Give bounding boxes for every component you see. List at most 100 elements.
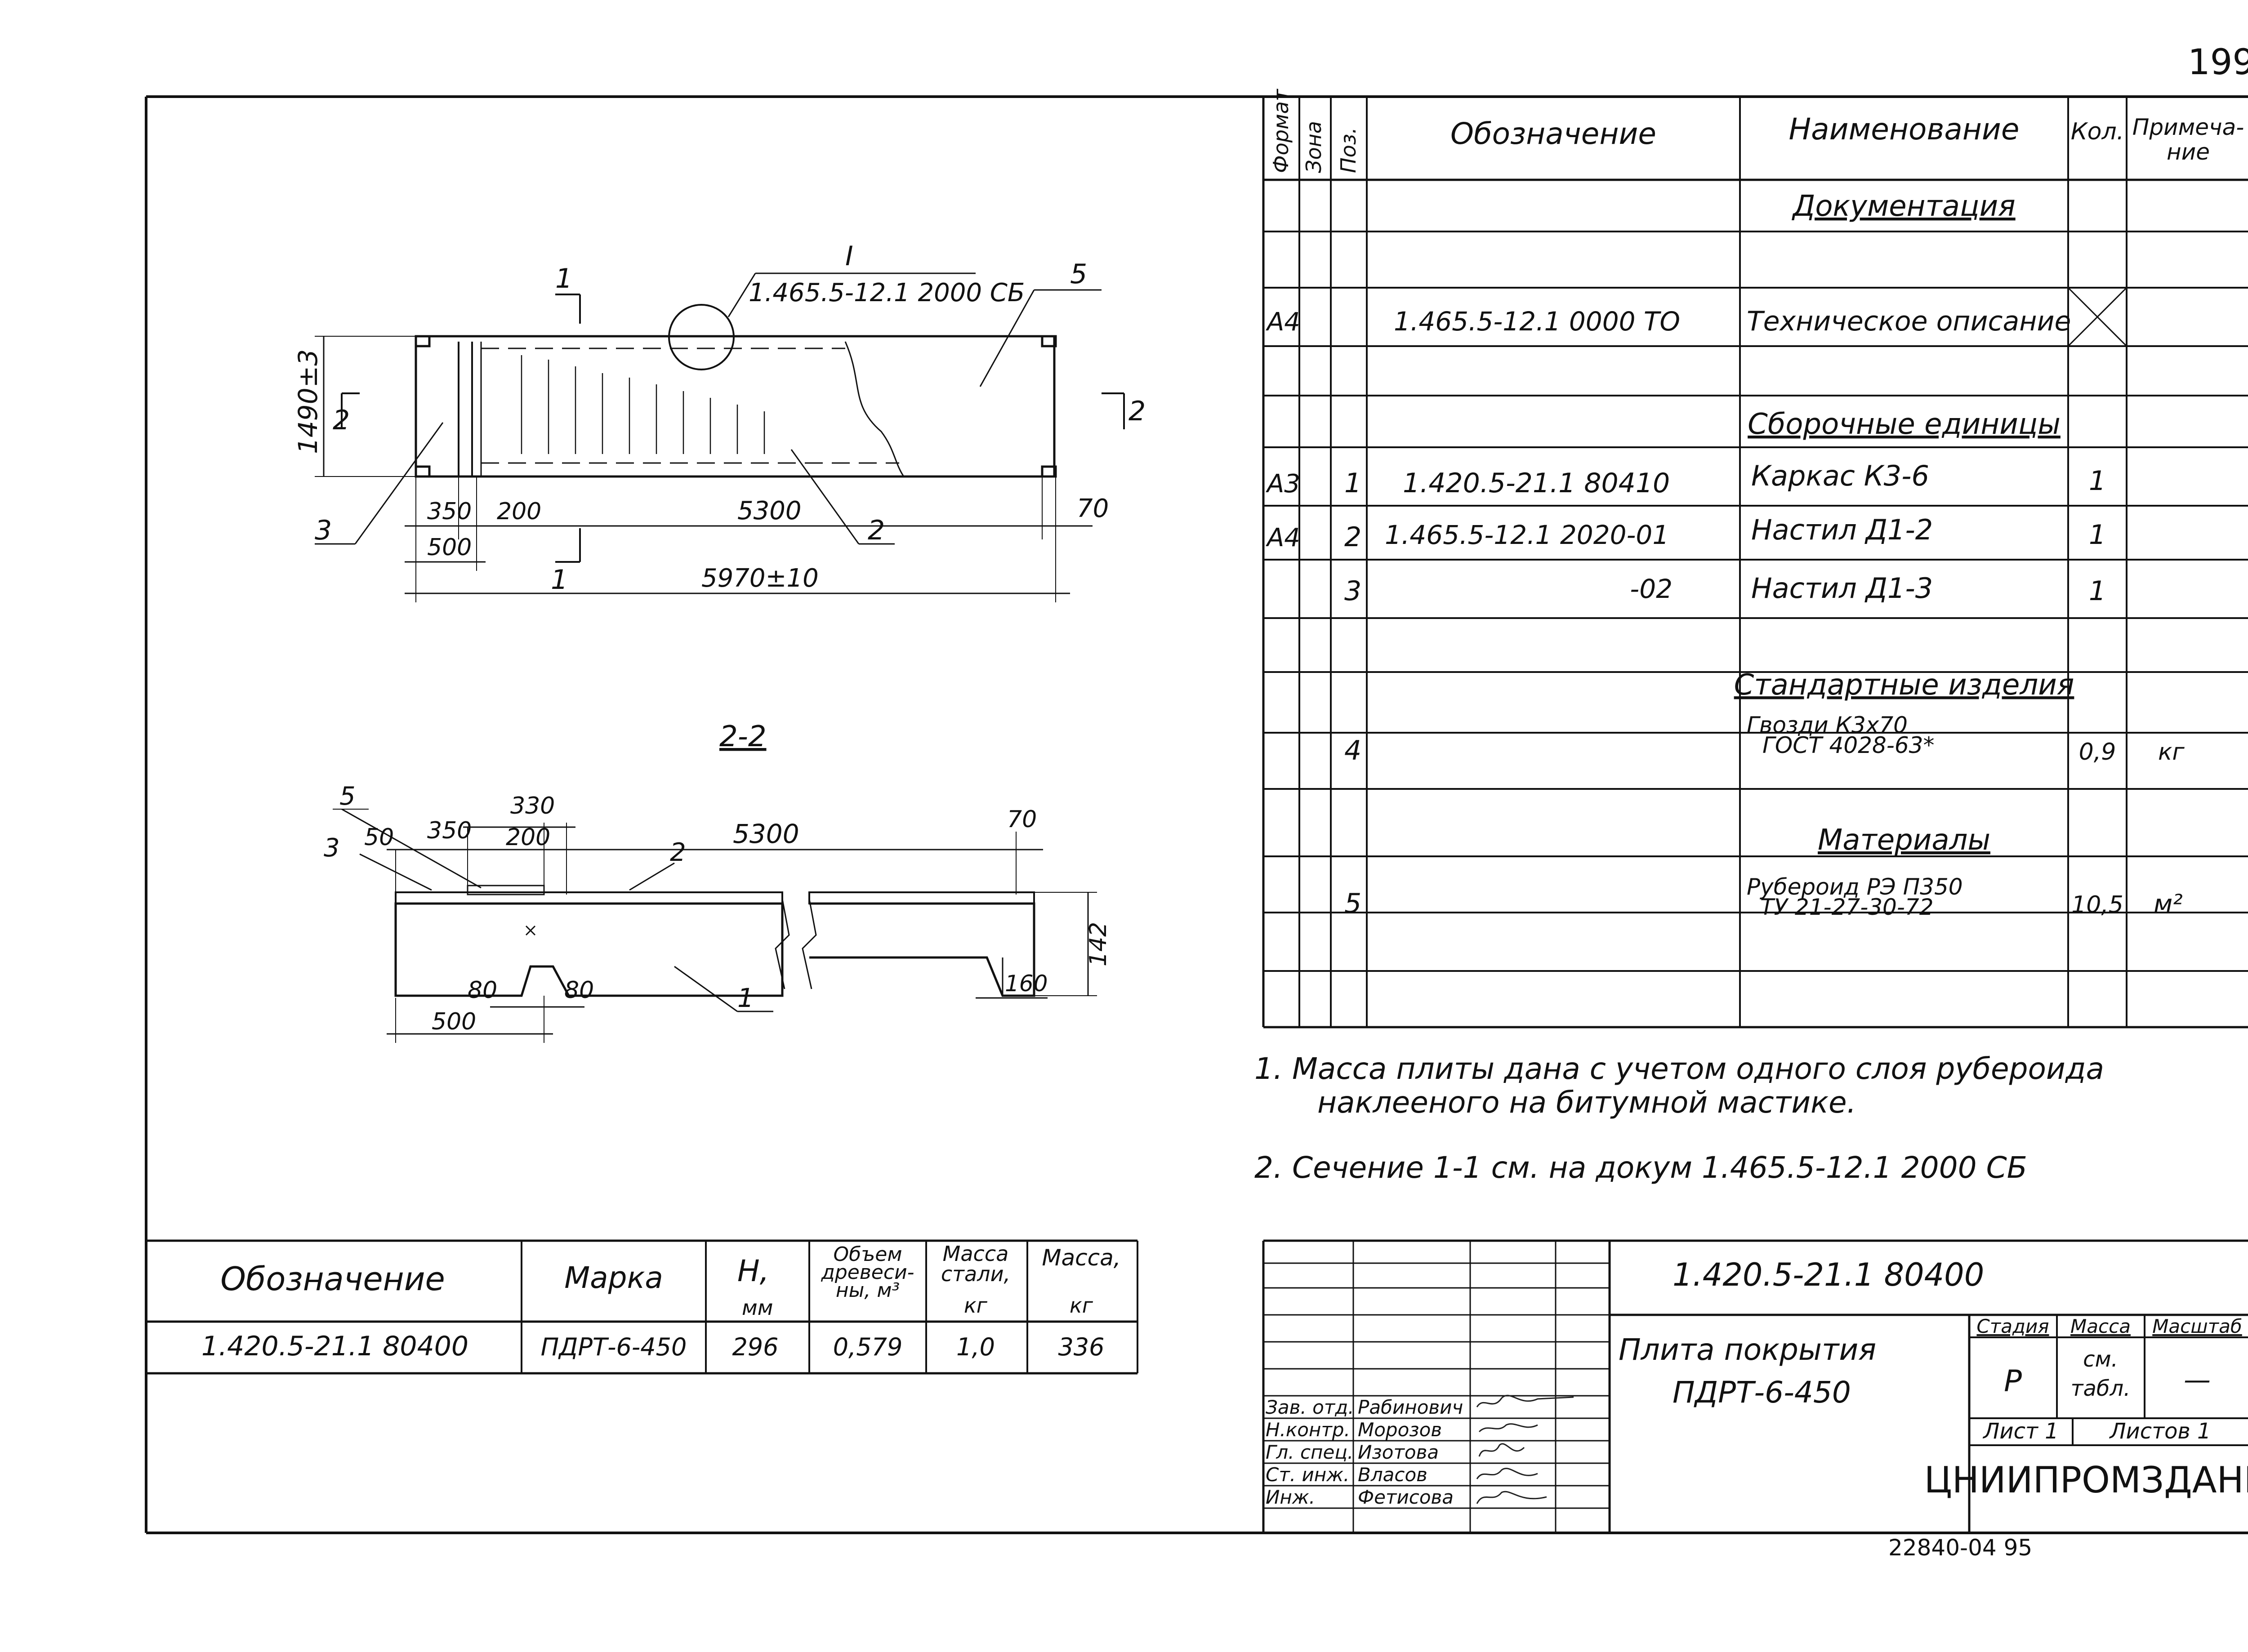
d330: 330 [510,793,555,819]
note-1-line-1: 1. Масса плиты дана с учетом одного слоя… [1254,1051,2104,1086]
name-4: Фетисова [1358,1486,1454,1508]
pos-5: 5 [339,782,356,811]
p-mass: 336 [1058,1333,1104,1361]
p-hdr-mass2: кг [1070,1293,1093,1318]
d5300: 5300 [733,819,799,849]
r3-name: Настил Д1-3 [1751,572,1933,605]
title-block: 1.420.5-21.1 80400 Плита покрытия ПДРТ-6… [1262,1239,2248,1533]
tb-stage-label: Стадия [1976,1315,2049,1337]
hdr-pos: Поз. [1336,127,1360,173]
section-mark-1-bottom: 1 [551,564,568,596]
p-designation: 1.420.5-21.1 80400 [201,1331,468,1362]
pos-2: 2 [670,838,686,867]
hdr-designation: Обозначение [1450,116,1656,151]
r2-format: А4 [1266,523,1300,552]
name-2: Изотова [1358,1441,1439,1463]
name-3: Власов [1358,1464,1427,1486]
p-hdr-mark: Марка [564,1260,663,1295]
callout-roman: I [845,240,853,272]
dim-70: 70 [1077,494,1109,523]
tb-mass-label: Масса [2070,1315,2131,1337]
name-0: Рабинович [1358,1396,1463,1418]
r2-designation: 1.465.5-12.1 2020-01 [1385,520,1669,550]
section-2-2-drawing: 2-2 [324,720,1112,1043]
hdr-note-1: Примеча- [2132,114,2244,140]
r1-name: Каркас К3-6 [1751,459,1929,492]
section-title: 2-2 [719,720,767,753]
role-1: Н.контр. [1266,1419,1350,1441]
dim-500: 500 [427,534,472,561]
hdr-name: Наименование [1789,112,2020,147]
r4-qty: 0,9 [2079,739,2116,766]
p-hdr-h1: Н, [737,1254,769,1288]
r3-pos: 3 [1344,575,1361,607]
pos-5-label: 5 [1070,258,1087,290]
p-hdr-vol1: Объем [833,1243,902,1266]
d50: 50 [364,824,394,851]
p-h: 296 [732,1333,778,1361]
role-3: Ст. инж. [1266,1464,1349,1486]
role-2: Гл. спец. [1266,1441,1353,1463]
tb-scale-label: Масштаб [2152,1315,2242,1337]
page-number: 199 [2188,42,2248,83]
r3-designation: -02 [1630,574,1673,604]
p-hdr-mass1: Масса, [1042,1245,1120,1271]
role-0: Зав. отд. [1266,1396,1354,1418]
d80-left: 80 [468,977,497,1004]
tb-code: 1.420.5-21.1 80400 [1673,1256,1984,1293]
hdr-zone: Зона [1302,121,1326,173]
tb-sheet: Лист 1 [1982,1419,2058,1444]
pos-2-label: 2 [868,515,885,546]
d80-right: 80 [564,977,594,1004]
dim-height: 1490±3 [293,349,323,454]
signatures [1476,1394,1574,1504]
section-mark-1-top: 1 [555,263,572,294]
p-steel: 1,0 [956,1333,995,1361]
pos-1: 1 [737,983,754,1013]
tb-title-1: Плита покрытия [1619,1332,1876,1367]
footer-code: 22840-04 95 [1888,1535,2032,1561]
r1-format: А3 [1266,469,1300,499]
r5-pos: 5 [1344,888,1361,919]
section-mark-2-right: 2 [1128,396,1146,427]
sheet-frame [145,95,2248,1534]
tb-mass-1: см. [2083,1347,2118,1372]
r2-pos: 2 [1344,521,1361,553]
section-documentation: Документация [1791,190,2015,223]
p-hdr-vol3: ны, м³ [836,1279,900,1302]
r4-note: кг [2158,739,2185,766]
name-1: Морозов [1358,1419,1442,1441]
tb-title-2: ПДРТ-6-450 [1673,1375,1851,1410]
r4-pos: 4 [1344,735,1361,766]
r4-name-2: ГОСТ 4028-63* [1762,732,1934,758]
p-hdr-steel1: Масса [943,1242,1009,1266]
p-hdr-steel3: кг [964,1293,988,1318]
d160: 160 [1005,971,1048,997]
role-4: Инж. [1266,1486,1315,1508]
r5-name-2: ТУ 21-27-30-72 [1760,894,1934,920]
plan-view-drawing: I 1.465.5-12.1 2000 СБ 1 1 2 2 1490±3 35… [293,240,1146,602]
tb-stage: Р [2004,1364,2022,1398]
callout-reference: 1.465.5-12.1 2000 СБ [749,278,1025,307]
section-mark-2-left: 2 [333,405,350,436]
tb-scale: — [2184,1364,2211,1396]
d142: 142 [1085,922,1112,966]
hdr-note-2: ние [2167,139,2210,165]
dim-200: 200 [497,498,541,525]
note-2: 2. Сечение 1-1 см. на докум 1.465.5-12.1… [1254,1150,2027,1185]
hdr-format: Формат [1269,89,1293,173]
d70: 70 [1007,806,1037,833]
p-hdr-steel2: стали, [941,1262,1010,1286]
tb-sheets: Листов 1 [2109,1419,2211,1444]
p-hdr-h2: мм [742,1296,773,1320]
doc-name: Техническое описание [1747,306,2071,337]
r5-note: м² [2154,890,2183,919]
note-1-line-2: наклееного на битумной мастике. [1317,1085,1856,1120]
r2-name: Настил Д1-2 [1751,513,1933,546]
dim-5300: 5300 [737,496,802,525]
section-materials: Материалы [1818,824,1990,857]
r5-name-1: Рубероид РЭ П350 [1747,874,1963,900]
r1-pos: 1 [1344,468,1361,499]
